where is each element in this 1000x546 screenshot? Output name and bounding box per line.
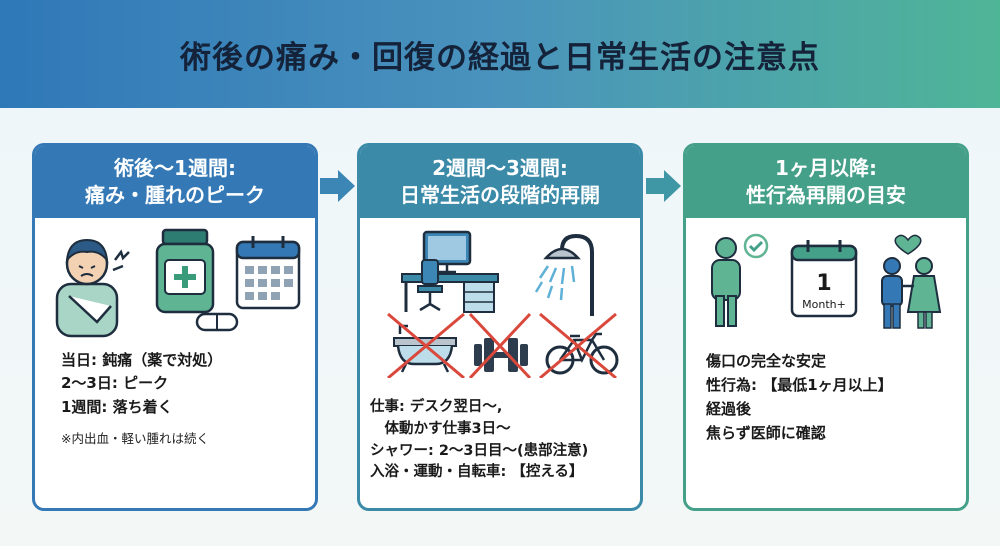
calendar-label: Month+ [802,298,846,311]
stage-1-line-3: 1週間: 落ち着く [61,397,173,416]
stage-card-2: 2週間〜3週間: 日常生活の段階的再開 [357,143,643,511]
calendar-icon [235,236,301,310]
stage-3-subtitle: 性行為再開の目安 [746,183,906,207]
stage-1-icons [55,228,301,338]
stage-3-line-1: 傷口の完全な安定 [706,352,827,370]
stage-1-text: 当日: 鈍痛（薬で対処） 2〜3日: ピーク 1週間: 落ち着く ※内出血・軽い… [35,349,315,448]
stage-3-header: 1ヶ月以降: 性行為再開の目安 [686,146,966,218]
patient-pain-icon [55,238,130,338]
stage-2-line-2: 体動かす仕事3日〜 [370,420,511,437]
calendar-number: 1 [816,271,831,296]
stage-3-period: 1ヶ月以降: [775,156,877,180]
medicine-bottle-icon [155,228,239,332]
stage-1-subtitle: 痛み・腫れのピーク [85,183,265,207]
stage-2-icons [387,230,619,378]
stage-2-header: 2週間〜3週間: 日常生活の段階的再開 [360,146,640,218]
stage-2-line-4: 入浴・運動・自転車: 【控える】 [370,464,584,481]
arrow-right-icon [646,170,681,202]
title-banner: 術後の痛み・回復の経過と日常生活の注意点 [0,0,1000,108]
page-title: 術後の痛み・回復の経過と日常生活の注意点 [180,39,820,76]
stage-1-period: 術後〜1週間: [114,156,236,180]
stage-1-header: 術後〜1週間: 痛み・腫れのピーク [35,146,315,218]
stage-1-note: ※内出血・軽い腫れは続く [61,430,209,446]
stage-3-text: 傷口の完全な安定 性行為: 【最低1ヶ月以上】 経過後 焦らず医師に確認 [686,349,966,445]
stage-3-line-4: 焦らず医師に確認 [706,424,826,442]
one-month-calendar-icon: 1 Month+ [790,240,858,318]
stage-card-1: 術後〜1週間: 痛み・腫れのピーク [32,143,318,511]
stage-2-subtitle: 日常生活の段階的再開 [400,183,600,207]
bicycle-icon [545,332,619,375]
stage-3-line-3: 経過後 [706,400,752,418]
stage-card-3: 1ヶ月以降: 性行為再開の目安 1 Month+ [683,143,969,511]
stage-1-line-1: 当日: 鈍痛（薬で対処） [61,351,223,369]
stage-3-line-2: 性行為: 【最低1ヶ月以上】 [706,376,893,394]
stage-2-line-3: シャワー: 2〜3日目〜(患部注意) [370,442,589,459]
prohibited-cross-icons [387,312,617,378]
desk-computer-icon [401,230,499,313]
couple-heart-icon [881,234,942,329]
stage-3-icons: 1 Month+ [711,233,942,329]
shower-icon [534,233,594,316]
arrow-right-icon [320,170,355,202]
healthy-person-check-icon [711,233,769,327]
stage-1-line-2: 2〜3日: ピーク [61,374,169,393]
stage-2-line-1: 仕事: デスク翌日〜, [370,399,503,415]
stage-2-text: 仕事: デスク翌日〜, 体動かす仕事3日〜 シャワー: 2〜3日目〜(患部注意)… [360,397,640,484]
stage-2-period: 2週間〜3週間: [432,156,568,180]
